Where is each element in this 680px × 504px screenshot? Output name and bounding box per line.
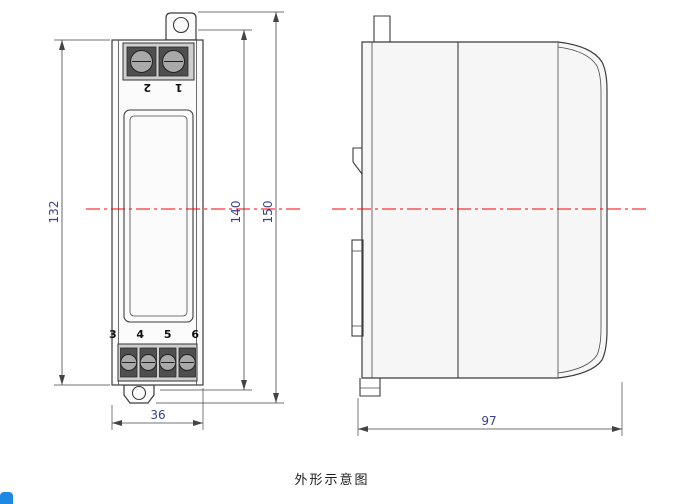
front-bottom-mounting-ear xyxy=(123,384,155,404)
dimension-36-label: 36 xyxy=(150,408,165,422)
drawing-caption: 外形示意图 xyxy=(294,472,369,488)
dimension-97-label: 97 xyxy=(481,414,496,428)
dimension-150: 150 xyxy=(156,11,284,404)
dimension-140: 140 xyxy=(160,29,252,391)
side-view xyxy=(351,15,608,397)
front-body xyxy=(111,39,204,386)
side-cap-inner-wall xyxy=(557,46,602,374)
front-bottom-terminal-block xyxy=(117,343,198,382)
dimension-140-label: 140 xyxy=(229,201,243,224)
front-top-mounting-ear xyxy=(165,12,197,41)
dimension-97: 97 xyxy=(357,382,623,436)
top-terminal-labels: 1 2 xyxy=(133,81,182,94)
bottom-terminal-labels: 3 4 5 6 xyxy=(109,328,207,341)
side-bottom-foot xyxy=(359,378,381,397)
front-top-terminal-block xyxy=(122,42,195,81)
front-bottom-ear-hole xyxy=(131,385,147,401)
dimension-132-label: 132 xyxy=(47,201,61,224)
front-view: 1 2 3 4 5 6 xyxy=(109,12,207,404)
dimension-36: 36 xyxy=(111,388,204,430)
dimension-132: 132 xyxy=(47,39,110,386)
partial-corner-icon xyxy=(0,492,13,504)
side-body-outline xyxy=(361,41,608,379)
front-label-window-outer xyxy=(123,109,194,323)
side-top-ear xyxy=(373,15,391,42)
front-top-ear-hole xyxy=(172,16,190,34)
front-label-window-inner xyxy=(129,115,188,317)
din-rail-clip xyxy=(351,239,364,337)
dimension-150-label: 150 xyxy=(261,201,275,224)
din-rail-hook xyxy=(352,147,363,175)
